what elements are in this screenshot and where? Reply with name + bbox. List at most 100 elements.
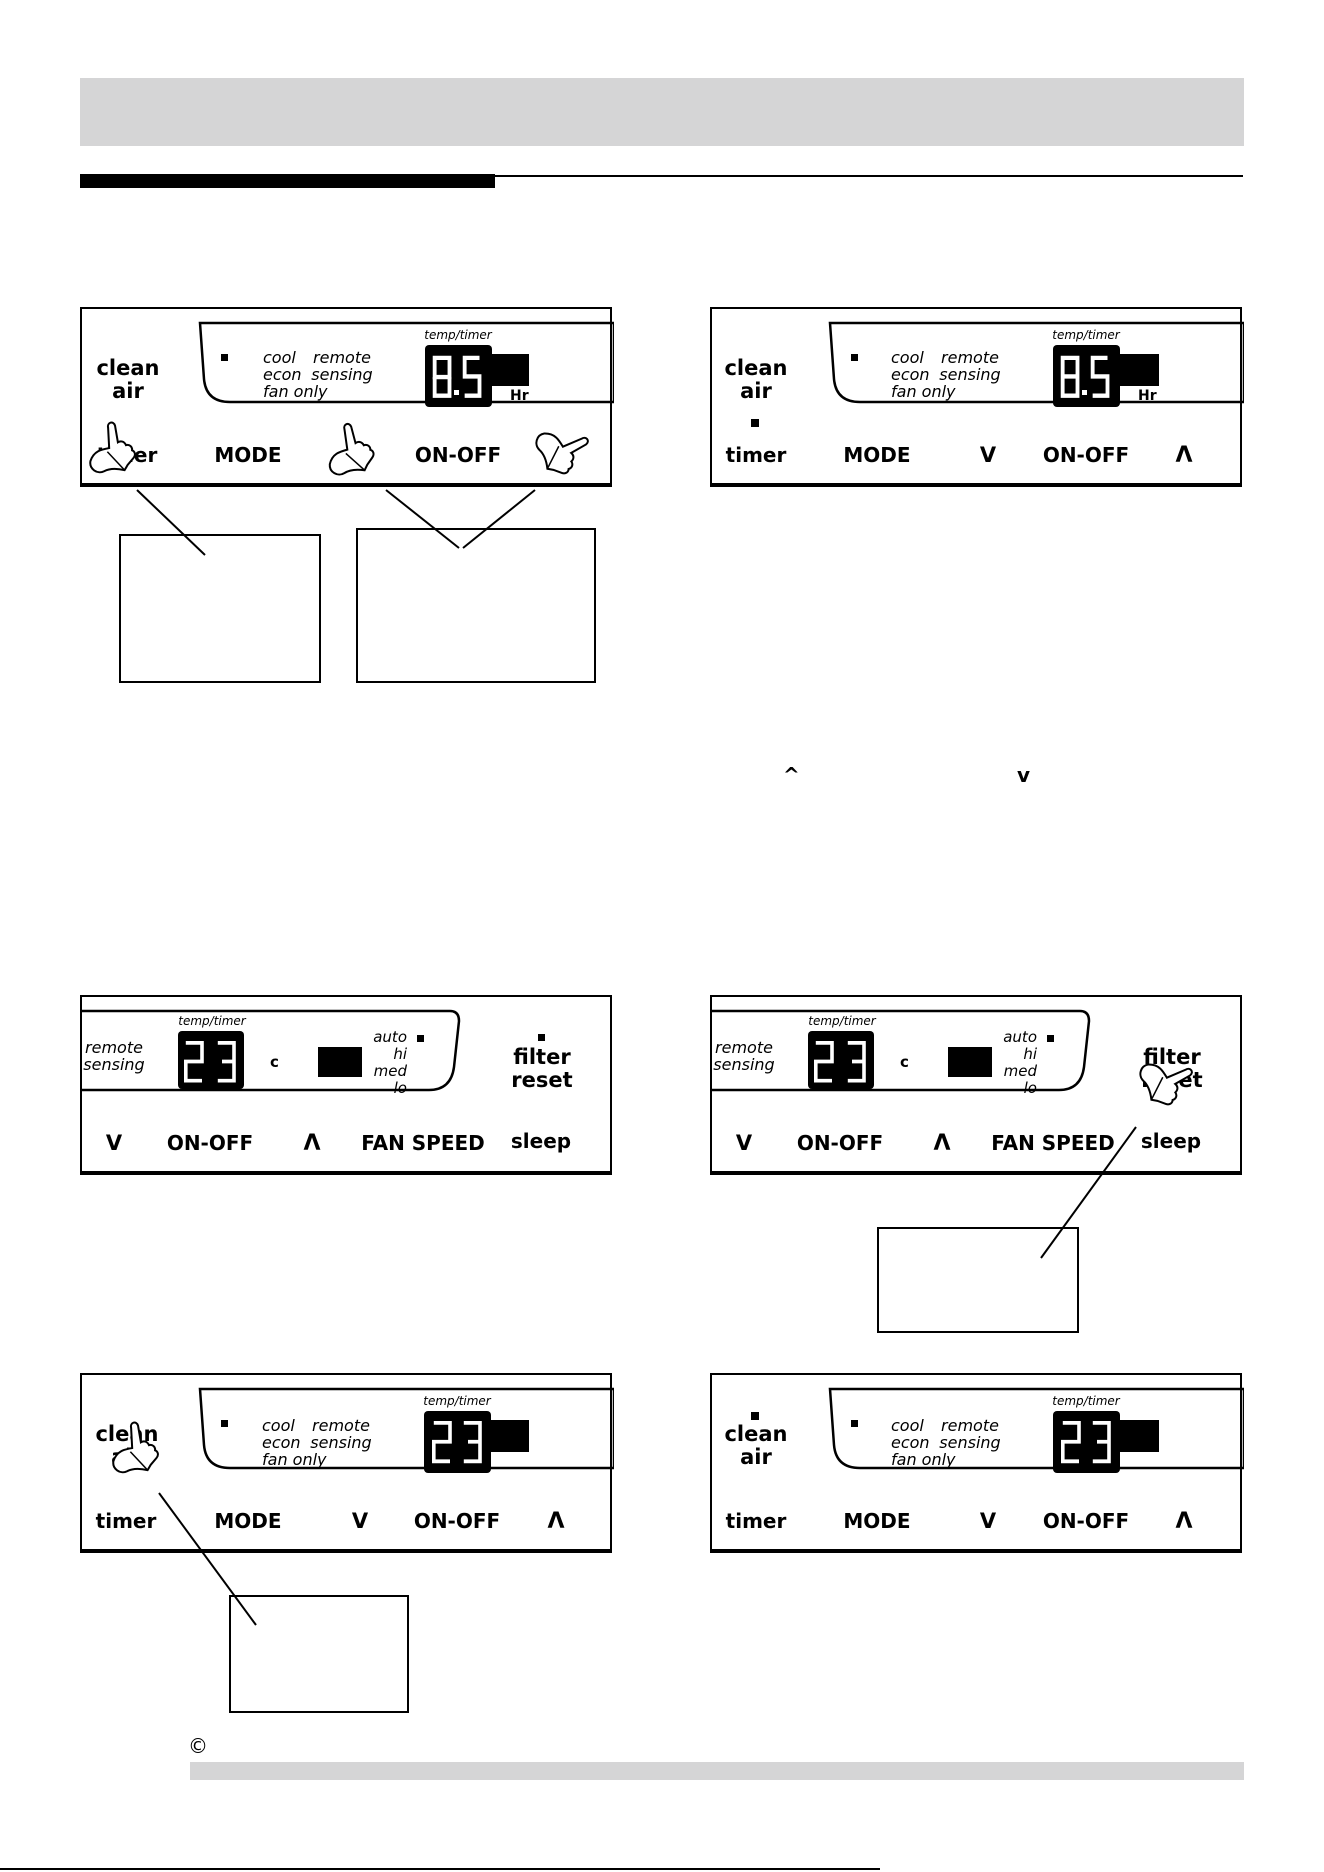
remote-label-2: sensing <box>83 1055 144 1074</box>
control-panel-filter-reset-pressed: remote sensing temp/timer c auto hi med … <box>710 995 1242 1175</box>
unit-c: c <box>1142 1431 1151 1449</box>
control-panel-filter-indicator: remote sensing temp/timer c auto hi med … <box>80 995 612 1175</box>
temp-timer-label: temp/timer <box>808 1014 877 1028</box>
mode-econ: econ <box>891 1433 930 1452</box>
remote-label-1: remote <box>941 348 999 367</box>
down-button[interactable]: V <box>980 1509 997 1533</box>
up-button[interactable]: Λ <box>547 1509 564 1534</box>
mode-fan-only: fan only <box>263 382 328 401</box>
clean-air-label-1: clean <box>724 1422 787 1446</box>
control-panel-clean-air-pressed: clean air cool econ fan only remote sens… <box>80 1373 614 1553</box>
mode-button[interactable]: MODE <box>843 443 910 467</box>
down-button[interactable]: V <box>106 1131 123 1155</box>
mode-cool: cool <box>262 1416 295 1435</box>
timer-button[interactable]: timer <box>97 443 158 467</box>
up-button[interactable]: Λ <box>933 1131 950 1156</box>
sleep-button[interactable]: sleep <box>1141 1129 1201 1153</box>
fan-auto-indicator <box>1047 1035 1054 1042</box>
down-button[interactable]: V <box>980 443 997 467</box>
section-rule-thin <box>495 175 1243 177</box>
mode-cool: cool <box>263 348 296 367</box>
fan-lo: lo <box>394 1079 407 1097</box>
remote-label-1: remote <box>941 1416 999 1435</box>
unit-c: c <box>900 1053 909 1071</box>
temp-timer-label: temp/timer <box>423 1394 492 1408</box>
mode-fan-only: fan only <box>891 382 956 401</box>
filter-label-2: reset <box>511 1068 572 1092</box>
filter-indicator <box>538 1034 545 1041</box>
clean-air-label-2[interactable]: air <box>111 1445 143 1469</box>
mode-button[interactable]: MODE <box>214 1509 281 1533</box>
mode-button[interactable]: MODE <box>214 443 281 467</box>
timer-button[interactable]: timer <box>726 1509 787 1533</box>
on-off-button[interactable]: ON-OFF <box>797 1131 883 1155</box>
footer-bar <box>190 1762 1244 1780</box>
sleep-button[interactable]: sleep <box>511 1129 571 1153</box>
fan-med: med <box>374 1062 408 1080</box>
fan-speed-button[interactable]: FAN SPEED <box>361 1131 485 1155</box>
panel-art: clean air cool econ fan only remote sens… <box>724 1387 1244 1534</box>
filter-label-2[interactable]: reset <box>1141 1068 1202 1092</box>
remote-label-2: sensing <box>311 365 372 384</box>
up-button[interactable]: Λ <box>1175 443 1192 468</box>
mode-cool: cool <box>891 348 924 367</box>
up-button[interactable]: Λ <box>547 443 564 468</box>
clean-air-indicator <box>751 1412 759 1420</box>
clean-air-label-1[interactable]: clean <box>95 1422 158 1446</box>
up-button[interactable]: Λ <box>303 1131 320 1156</box>
unit-c: c <box>513 1431 522 1449</box>
fan-auto: auto <box>1003 1028 1037 1046</box>
fan-hi: hi <box>1023 1045 1038 1063</box>
control-panel-clean-air-on: clean air cool econ fan only remote sens… <box>710 1373 1244 1553</box>
callout-box-filter-reset <box>877 1227 1079 1333</box>
mode-econ: econ <box>263 365 302 384</box>
on-off-button[interactable]: ON-OFF <box>167 1131 253 1155</box>
down-button[interactable]: V <box>352 1509 369 1533</box>
remote-label-1: remote <box>85 1038 143 1057</box>
on-off-button[interactable]: ON-OFF <box>1043 1509 1129 1533</box>
callout-box-clean-air <box>229 1595 409 1713</box>
remote-label-1: remote <box>715 1038 773 1057</box>
panel-art: remote sensing temp/timer c auto hi med … <box>82 1009 573 1156</box>
filter-label-1[interactable]: filter <box>1143 1045 1201 1069</box>
remote-label-2: sensing <box>939 1433 1000 1452</box>
copyright-symbol: © <box>188 1734 208 1758</box>
remote-label-1: remote <box>313 348 371 367</box>
digit-display <box>1053 1411 1120 1473</box>
callout-box-timer <box>119 534 321 683</box>
clean-air-label-2: air <box>740 1445 772 1469</box>
up-button[interactable]: Λ <box>1175 1509 1192 1534</box>
panel-art: clean air cool econ fan only remote sens… <box>95 1387 614 1534</box>
mode-econ: econ <box>262 1433 301 1452</box>
remote-label-1: remote <box>312 1416 370 1435</box>
temp-timer-label: temp/timer <box>424 328 493 342</box>
on-off-button[interactable]: ON-OFF <box>1043 443 1129 467</box>
panel-art: clean air cool econ fan only remote sens… <box>724 321 1244 468</box>
filter-label-1: filter <box>513 1045 571 1069</box>
on-off-button[interactable]: ON-OFF <box>414 1509 500 1533</box>
timer-button[interactable]: timer <box>96 1509 157 1533</box>
timer-button[interactable]: timer <box>726 443 787 467</box>
fan-lo: lo <box>1024 1079 1037 1097</box>
mode-cool: cool <box>891 1416 924 1435</box>
mode-button[interactable]: MODE <box>843 1509 910 1533</box>
clean-air-label-2: air <box>112 379 144 403</box>
mode-fan-only: fan only <box>262 1450 327 1469</box>
section-rule-thick <box>80 174 495 188</box>
panel-art: clean air cool econ fan only remote sens… <box>96 321 614 468</box>
unit-c: c <box>270 1053 279 1071</box>
bottom-rule <box>0 1868 880 1870</box>
temp-timer-label: temp/timer <box>1052 328 1121 342</box>
up-arrow-symbol: ^ <box>783 763 800 787</box>
fan-speed-button[interactable]: FAN SPEED <box>991 1131 1115 1155</box>
header-bar <box>80 78 1244 146</box>
digit-display <box>424 1411 491 1473</box>
on-off-button[interactable]: ON-OFF <box>415 443 501 467</box>
down-button[interactable]: V <box>352 443 369 467</box>
unit-hr: Hr <box>510 388 529 404</box>
down-button[interactable]: V <box>736 1131 753 1155</box>
panel-art: remote sensing temp/timer c auto hi med … <box>712 1009 1203 1156</box>
mode-econ: econ <box>891 365 930 384</box>
digit-display <box>425 345 492 407</box>
